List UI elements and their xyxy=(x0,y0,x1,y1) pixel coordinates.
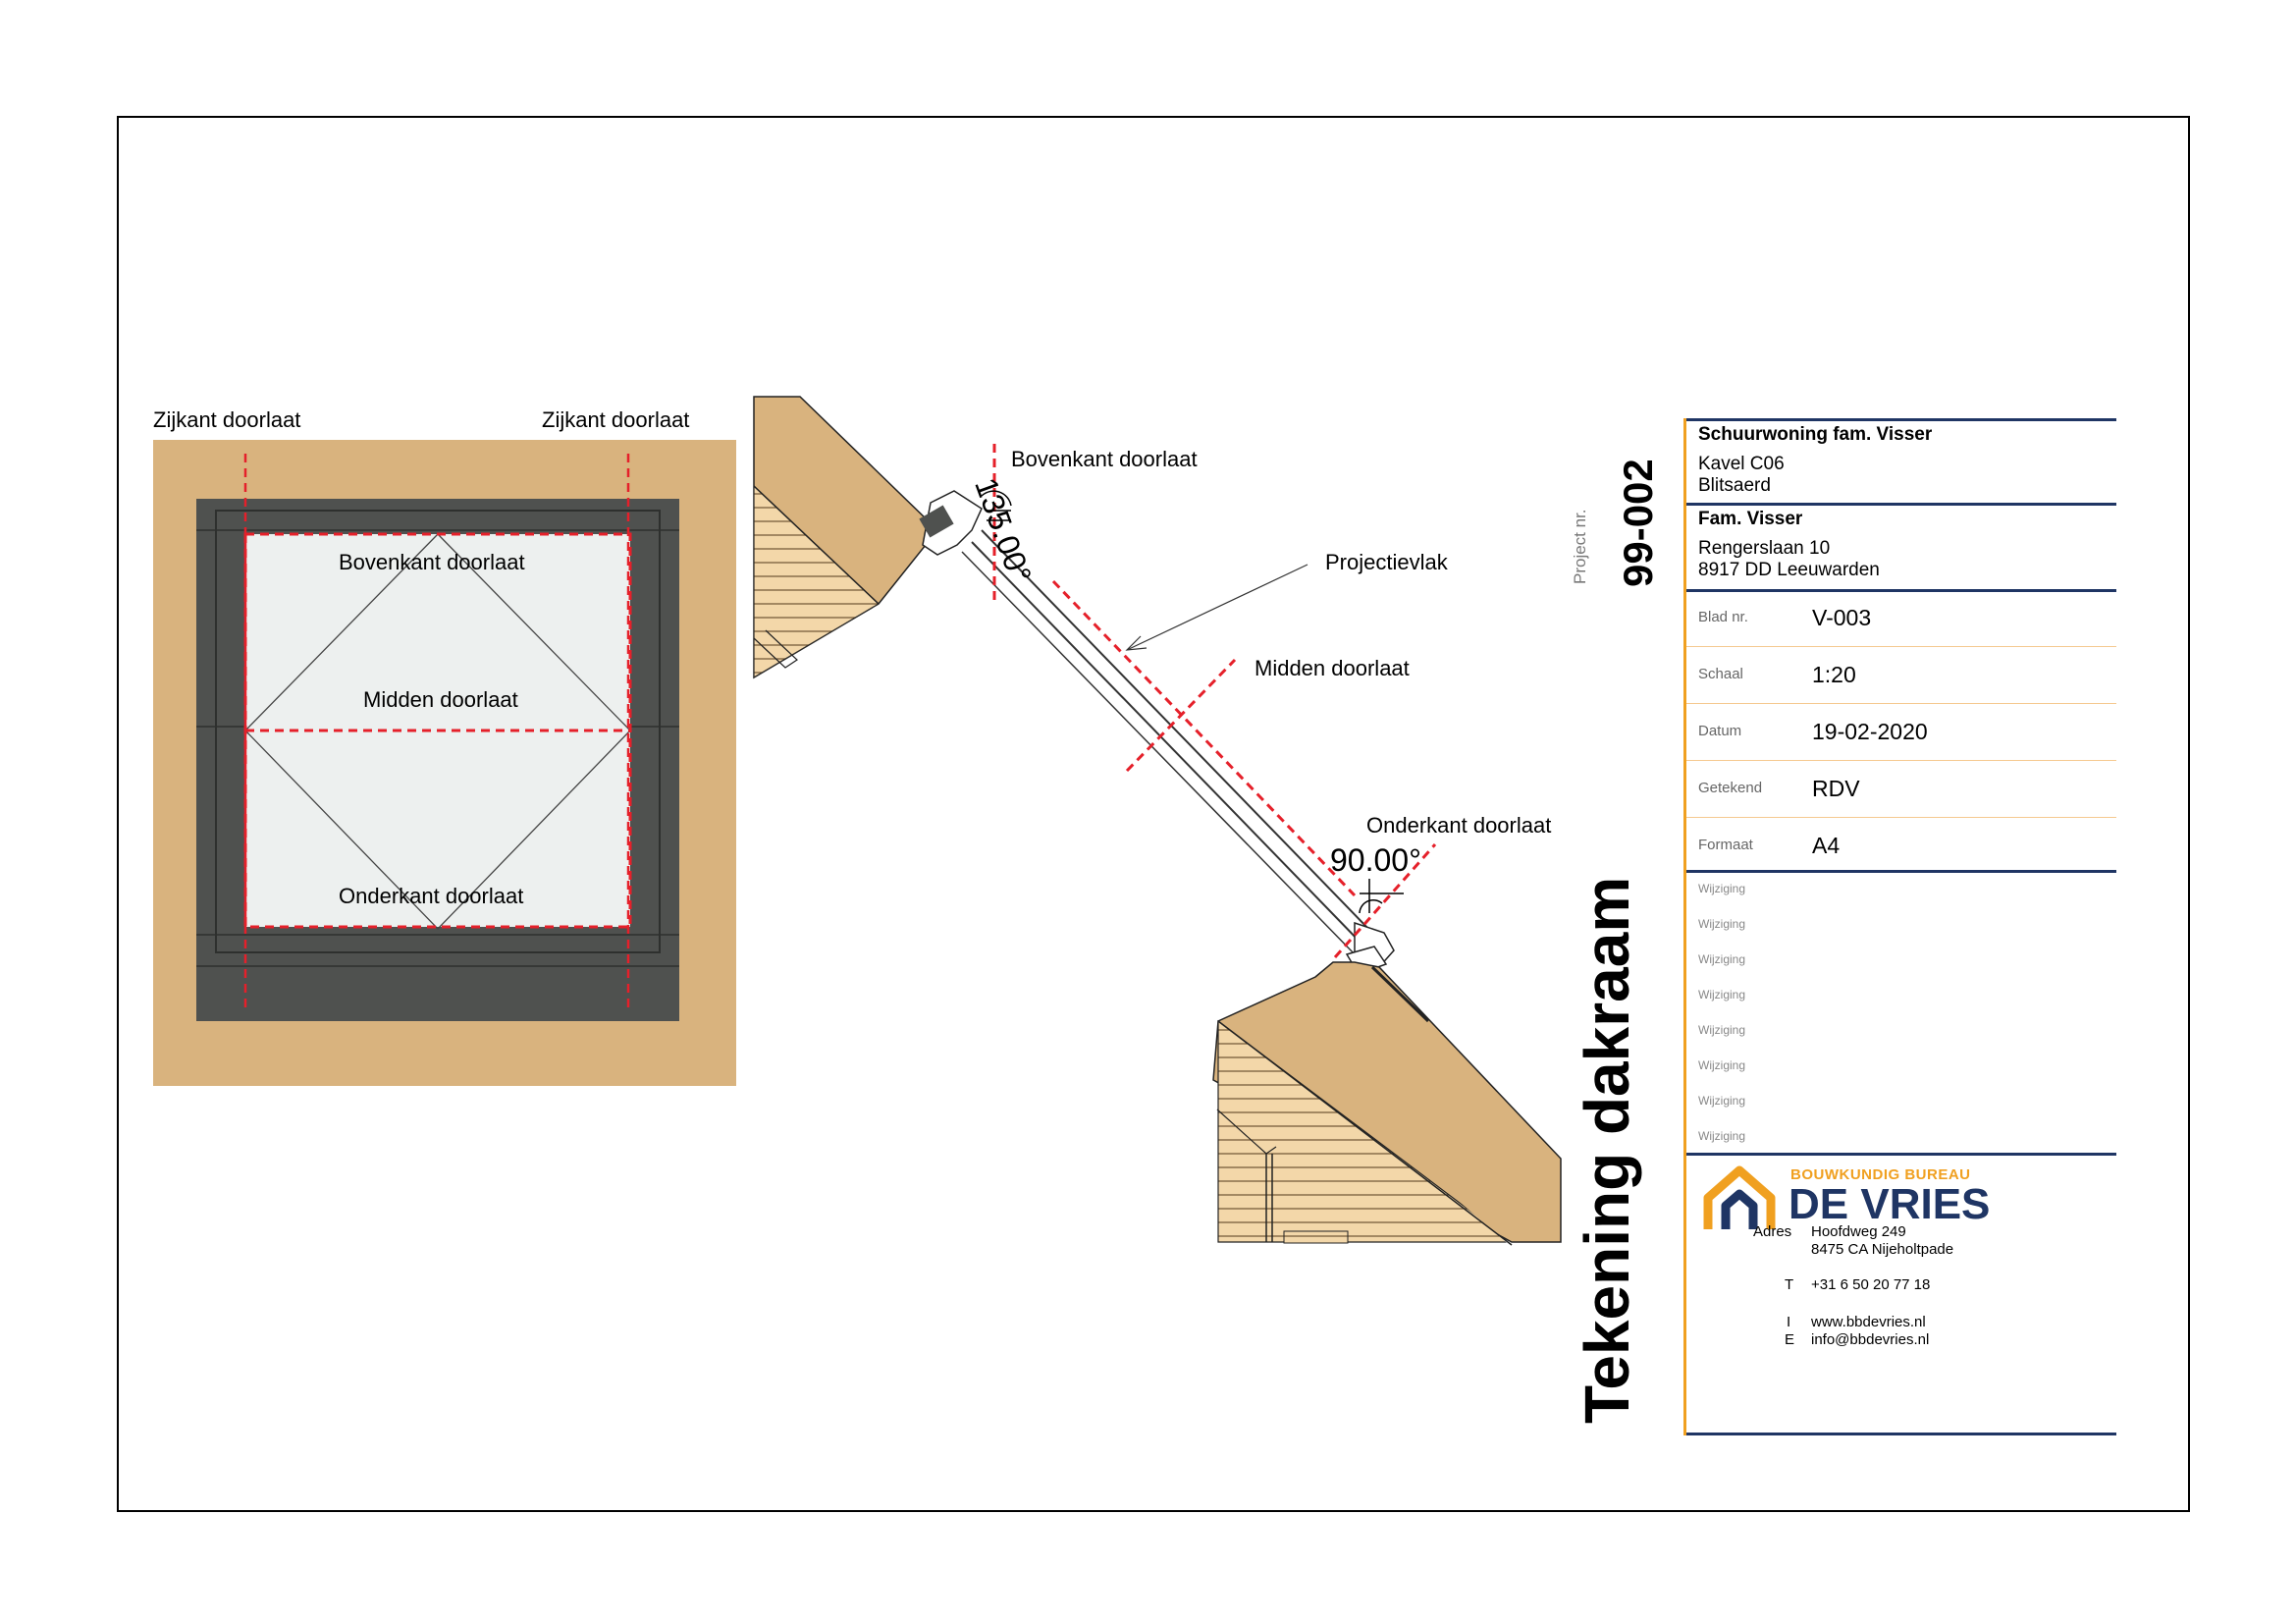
field-label-scale: Schaal xyxy=(1698,666,1743,682)
client-line-1: Rengerslaan 10 xyxy=(1698,538,1831,559)
address-line-1: Hoofdweg 249 xyxy=(1811,1223,1906,1240)
field-value-sheet: V-003 xyxy=(1812,605,1872,630)
title-block: Schuurwoning fam. Visser Kavel C06 Blits… xyxy=(1683,418,2116,1435)
field-value-format: A4 xyxy=(1812,833,1841,858)
middle-opening-line xyxy=(1125,658,1237,773)
revision-8: Wijziging xyxy=(1698,1129,1746,1143)
field-label-drawn: Getekend xyxy=(1698,780,1763,796)
field-value-date: 19-02-2020 xyxy=(1812,719,1928,744)
project-name: Schuurwoning fam. Visser xyxy=(1698,424,1933,445)
section-top-label: Bovenkant doorlaat xyxy=(1011,447,1198,471)
plan-side-label-left: Zijkant doorlaat xyxy=(153,407,301,432)
plan-bottom-label: Onderkant doorlaat xyxy=(339,884,524,908)
opening-diagonals xyxy=(244,533,631,930)
projection-line xyxy=(1051,579,1357,897)
web: www.bbdevries.nl xyxy=(1811,1314,1926,1330)
section-bottom-label: Onderkant doorlaat xyxy=(1366,813,1552,838)
revision-4: Wijziging xyxy=(1698,988,1746,1001)
web-label: I xyxy=(1787,1314,1791,1330)
glass-line-2 xyxy=(971,541,1363,946)
field-value-drawn: RDV xyxy=(1812,776,1860,801)
field-value-scale: 1:20 xyxy=(1812,662,1856,687)
company-tagline: BOUWKUNDIG BUREAU xyxy=(1790,1166,1971,1183)
field-label-sheet: Blad nr. xyxy=(1698,609,1748,625)
project-number: 99-002 xyxy=(1615,459,1661,587)
client-line-2: 8917 DD Leeuwarden xyxy=(1698,560,1880,580)
field-label-format: Formaat xyxy=(1698,837,1753,853)
plan-view xyxy=(153,440,736,1086)
phone-label: T xyxy=(1785,1276,1794,1293)
address-label: Adres xyxy=(1753,1223,1792,1240)
house-logo-icon xyxy=(1703,1165,1776,1229)
email: info@bbdevries.nl xyxy=(1811,1331,1930,1348)
revision-7: Wijziging xyxy=(1698,1094,1746,1108)
revision-5: Wijziging xyxy=(1698,1023,1746,1037)
project-line-2: Blitsaerd xyxy=(1698,475,1771,496)
revision-1: Wijziging xyxy=(1698,882,1746,895)
project-number-label: Project nr. xyxy=(1571,509,1589,584)
company-name: DE VRIES xyxy=(1789,1180,1991,1228)
section-view xyxy=(753,396,1562,1246)
revision-2: Wijziging xyxy=(1698,917,1746,931)
client-name: Fam. Visser xyxy=(1698,509,1803,529)
bottom-opening-line xyxy=(1333,843,1437,958)
plan-side-label-right: Zijkant doorlaat xyxy=(542,407,690,432)
glass-line-1 xyxy=(981,529,1373,934)
revision-6: Wijziging xyxy=(1698,1058,1746,1072)
drawing-title: Tekening dakraam xyxy=(1572,876,1642,1424)
plan-middle-label: Midden doorlaat xyxy=(363,687,518,712)
angle-bottom-label: 90.00° xyxy=(1330,842,1421,878)
section-projection-label: Projectievlak xyxy=(1325,550,1448,574)
plan-top-label: Bovenkant doorlaat xyxy=(339,550,525,574)
field-label-date: Datum xyxy=(1698,723,1742,739)
email-label: E xyxy=(1785,1331,1795,1348)
revision-3: Wijziging xyxy=(1698,952,1746,966)
drawing-border xyxy=(117,116,2190,1512)
section-middle-label: Midden doorlaat xyxy=(1255,656,1410,680)
projection-leader xyxy=(1126,564,1308,651)
project-line-1: Kavel C06 xyxy=(1698,454,1785,474)
address-line-2: 8475 CA Nijeholtpade xyxy=(1811,1241,1954,1258)
phone: +31 6 50 20 77 18 xyxy=(1811,1276,1931,1293)
lower-roof xyxy=(1212,961,1562,1243)
